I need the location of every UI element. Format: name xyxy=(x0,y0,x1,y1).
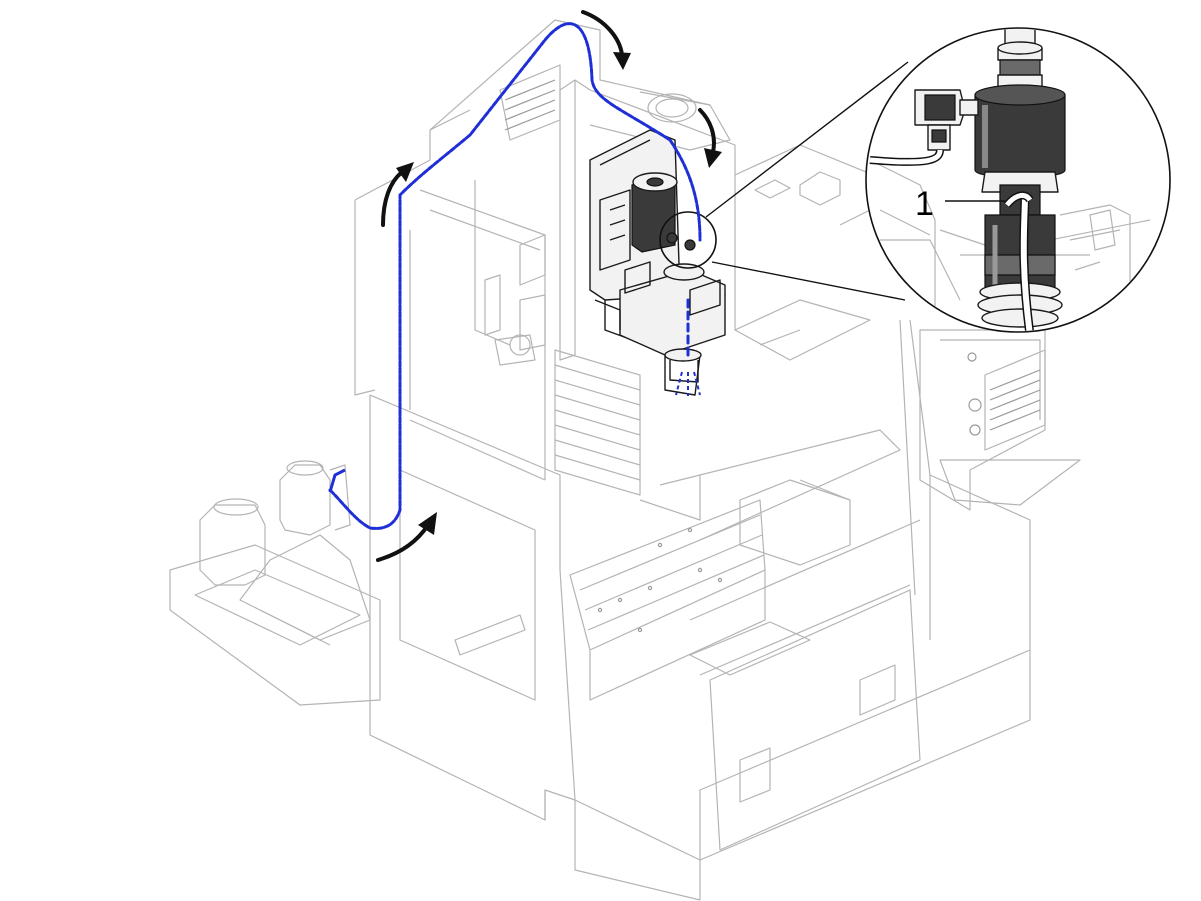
arrow-top xyxy=(581,10,631,70)
spindle-head xyxy=(589,129,726,396)
callout-number-1: 1 xyxy=(915,185,934,223)
arrow-column xyxy=(381,162,414,227)
detail-marker xyxy=(659,61,909,301)
flow-arrows xyxy=(376,10,722,562)
machine-enclosure xyxy=(169,19,1081,901)
detail-magnified-view: 1 xyxy=(865,27,1171,333)
arrow-base xyxy=(376,512,437,562)
coolant-path xyxy=(328,22,702,530)
arrow-head xyxy=(698,108,722,168)
